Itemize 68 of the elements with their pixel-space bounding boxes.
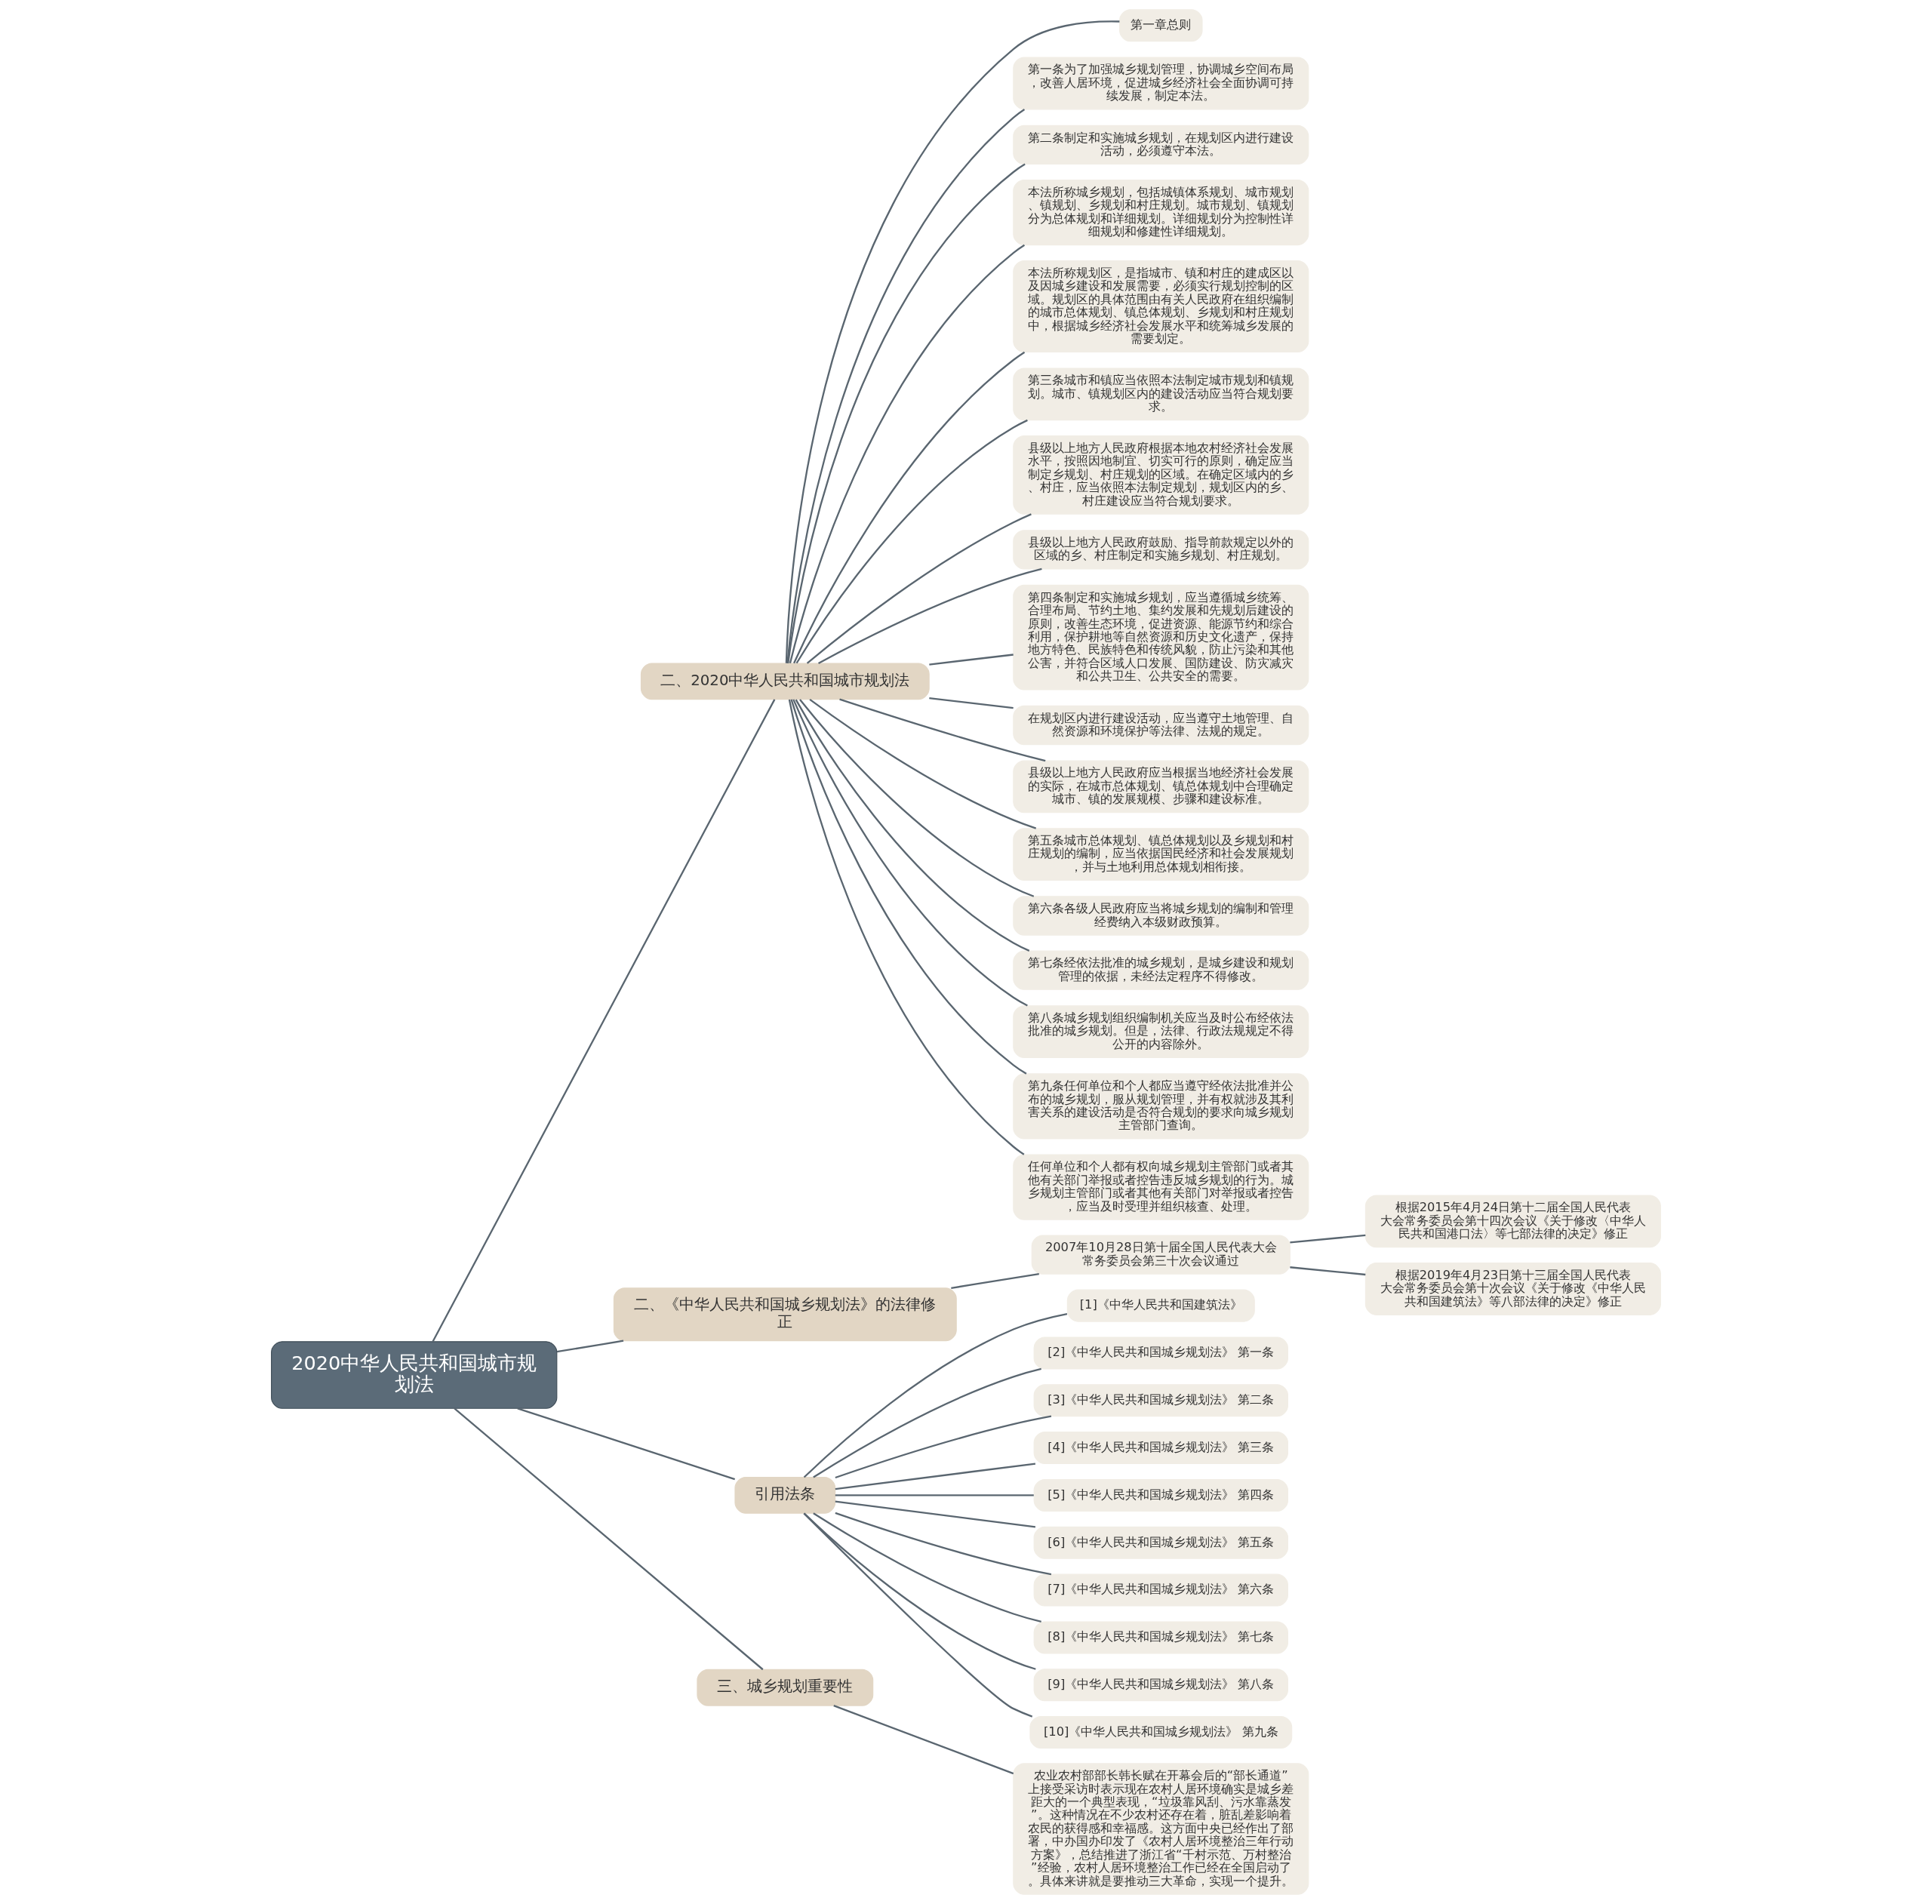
node-box: [3]《中华人民共和国城乡规划法》 第二条 (1033, 1384, 1288, 1417)
connector (806, 513, 1032, 664)
node-box: 在规划区内进行建设活动，应当遵守土地管理、自然资源和环境保护等法律、法规的规定。 (1013, 705, 1309, 746)
node-box: 根据2019年4月23日第十三届全国人民代表大会常务委员会第十次会议《关于修改《中华人民共和国建筑法》等八部法律的决定》修正 (1364, 1263, 1661, 1315)
node-box: 第五条城市总体规划、镇总体规划以及乡规划和村庄规划的编制，应当依据国民经济和社会发展规划，并与土地利用总体规划相衔接。 (1013, 828, 1309, 881)
connector (1290, 1234, 1366, 1244)
connector (432, 699, 776, 1343)
connector (833, 1705, 1014, 1775)
connector (951, 1273, 1039, 1289)
node-box: 任何单位和个人都有权向城乡规划主管部门或者其他有关部门举报或者控告违反城乡规划的行为。城乡规划主管部门或者其他有关部门对举报或者控告，应当及时受理并组织核查、处理。 (1013, 1154, 1309, 1220)
connector (788, 699, 1025, 1155)
node-box: 县级以上地方人民政府根据本地农村经济社会发展水平，按照因地制宜、切实可行的原则，确定应当制定乡规划、村庄规划的区域。在确定区域内的乡、村庄，应当依照本法制定规划，规划区内的乡、村庄建设应当符合规划要求。 (1013, 435, 1309, 515)
connector (835, 1415, 1052, 1479)
node-box: 二、2020中华人民共和国城市规划法 (640, 663, 930, 700)
connector (795, 699, 1030, 952)
node-box: 2020中华人民共和国城市规划法 (271, 1341, 558, 1409)
node-box: 第八条城乡规划组织编制机关应当及时公布经依法批准的城乡规划。但是，法律、行政法规规定不得公开的内容除外。 (1013, 1005, 1309, 1058)
node-box: 2007年10月28日第十届全国人民代表大会常务委员会第三十次会议通过 (1031, 1235, 1291, 1275)
node-box: 第二条制定和实施城乡规划，在规划区内进行建设活动，必须遵守本法。 (1013, 125, 1309, 165)
node-box: [4]《中华人民共和国城乡规划法》 第三条 (1033, 1432, 1288, 1465)
connector (799, 699, 1035, 897)
connector (839, 698, 1046, 762)
connector (454, 1407, 764, 1671)
connector (517, 1407, 736, 1481)
node-box: 本法所称城乡规划，包括城镇体系规划、城市规划、镇规划、乡规划和村庄规划。城市规划、镇规划分为总体规划和详细规划。详细规划分为控制性详细规划和修建性详细规划。 (1013, 179, 1309, 246)
node-box: 二、《中华人民共和国城乡规划法》的法律修正 (613, 1287, 957, 1342)
connector (795, 419, 1028, 664)
connector (835, 1463, 1036, 1490)
node-box: [9]《中华人民共和国城乡规划法》 第八条 (1033, 1669, 1288, 1702)
connector (789, 244, 1026, 664)
node-box: 第三条城市和镇应当依照本法制定城市规划和镇规划。城市、镇规划区内的建设活动应当符合规划要求。 (1013, 368, 1309, 421)
node-box: [10]《中华人民共和国城乡规划法》 第九条 (1029, 1716, 1293, 1749)
node-box: 第四条制定和实施城乡规划，应当遵循城乡统筹、合理布局、节约土地、集约发展和先规划后建设的原则，改善生态环境，促进资源、能源节约和综合利用，保护耕地等自然资源和历史文化遗产，保持地方特色、民族特色和传统风貌，防止污染和其他公害，并符合区域人口发展、国防建设、防灾减灾和公共卫生、公共安全的需要。 (1013, 584, 1309, 691)
node-box: [8]《中华人民共和国城乡规划法》 第七条 (1033, 1621, 1288, 1654)
node-box: 第六条各级人民政府应当将城乡规划的编制和管理经费纳入本级财政预算。 (1013, 896, 1309, 936)
node-box: [7]《中华人民共和国城乡规划法》 第六条 (1033, 1573, 1288, 1607)
connector (835, 1494, 1034, 1496)
node-box: 第一章总则 (1119, 9, 1203, 42)
node-box: [6]《中华人民共和国城乡规划法》 第五条 (1033, 1526, 1288, 1559)
node-box: 第九条任何单位和个人都应当遵守经依法批准并公布的城乡规划，服从规划管理，并有权就涉及其利害关系的建设活动是否符合规划的要求向城乡规划主管部门查询。 (1013, 1073, 1309, 1140)
connector (803, 1512, 1033, 1718)
connector (835, 1500, 1036, 1528)
node-box: 引用法条 (734, 1477, 836, 1514)
connector (818, 568, 1042, 664)
node-box: [1]《中华人民共和国建筑法》 (1066, 1289, 1255, 1322)
connector (790, 699, 1027, 1075)
node-box: 第七条经依法批准的城乡规划，是城乡建设和规划管理的依据，未经法定程序不得修改。 (1013, 950, 1309, 990)
node-box: 三、城乡规划重要性 (697, 1669, 874, 1706)
connector (785, 20, 1120, 663)
node-box: [2]《中华人民共和国城乡规划法》 第一条 (1033, 1336, 1288, 1370)
connector (835, 1512, 1052, 1576)
connector (813, 1512, 1041, 1623)
connector (1290, 1266, 1366, 1276)
node-box: 本法所称规划区，是指城市、镇和村庄的建成区以及因城乡建设和发展需要，必须实行规划控制的区域。规划区的具体范围由有关人民政府在组织编制的城市总体规划、镇总体规划、乡规划和村庄规划中，根据城乡经济社会发展水平和统筹城乡发展的需要划定。 (1013, 260, 1309, 353)
connector (929, 697, 1014, 709)
node-box: 第一条为了加强城乡规划管理，协调城乡空间布局，改善人居环境，促进城乡经济社会全面协调可持续发展，制定本法。 (1013, 57, 1309, 110)
connector (556, 1340, 624, 1353)
connector (793, 351, 1026, 664)
connector (813, 1367, 1041, 1478)
connector (929, 654, 1014, 666)
connector (809, 698, 1037, 829)
node-box: 农业农村部部长韩长赋在开幕会后的“部长通道”上接受采访时表示现在农村人居环境确实是城乡差距大的一个典型表现，“垃圾靠风刮、污水靠蒸发”。这种情况在不少农村还存在着，脏乱差影响着农民的获得感和幸福感。这方面中央已经作出了部署，中办国办印发了《农村人居环境整治三年行动方案》，总结推进了浙江省“千村示范、万村整治”经验，农村人居环境整治工作已经在全国启动了。具体来讲就是要推动三大革命，实现一个提升。 (1013, 1763, 1309, 1895)
node-box: 县级以上地方人民政府鼓励、指导前款规定以外的区域的乡、村庄制定和实施乡规划、村庄规划。 (1013, 530, 1309, 570)
connector (792, 699, 1028, 1007)
node-box: 根据2015年4月24日第十二届全国人民代表大会常务委员会第十四次会议《关于修改〈中华人民共和国港口法〉等七部法律的决定》修正 (1364, 1195, 1661, 1248)
connector (803, 1312, 1068, 1478)
node-box: [5]《中华人民共和国城乡规划法》 第四条 (1033, 1478, 1288, 1512)
node-box: 县级以上地方人民政府应当根据当地经济社会发展的实际，在城市总体规划、镇总体规划中合理确定城市、镇的发展规模、步骤和建设标准。 (1013, 760, 1309, 814)
